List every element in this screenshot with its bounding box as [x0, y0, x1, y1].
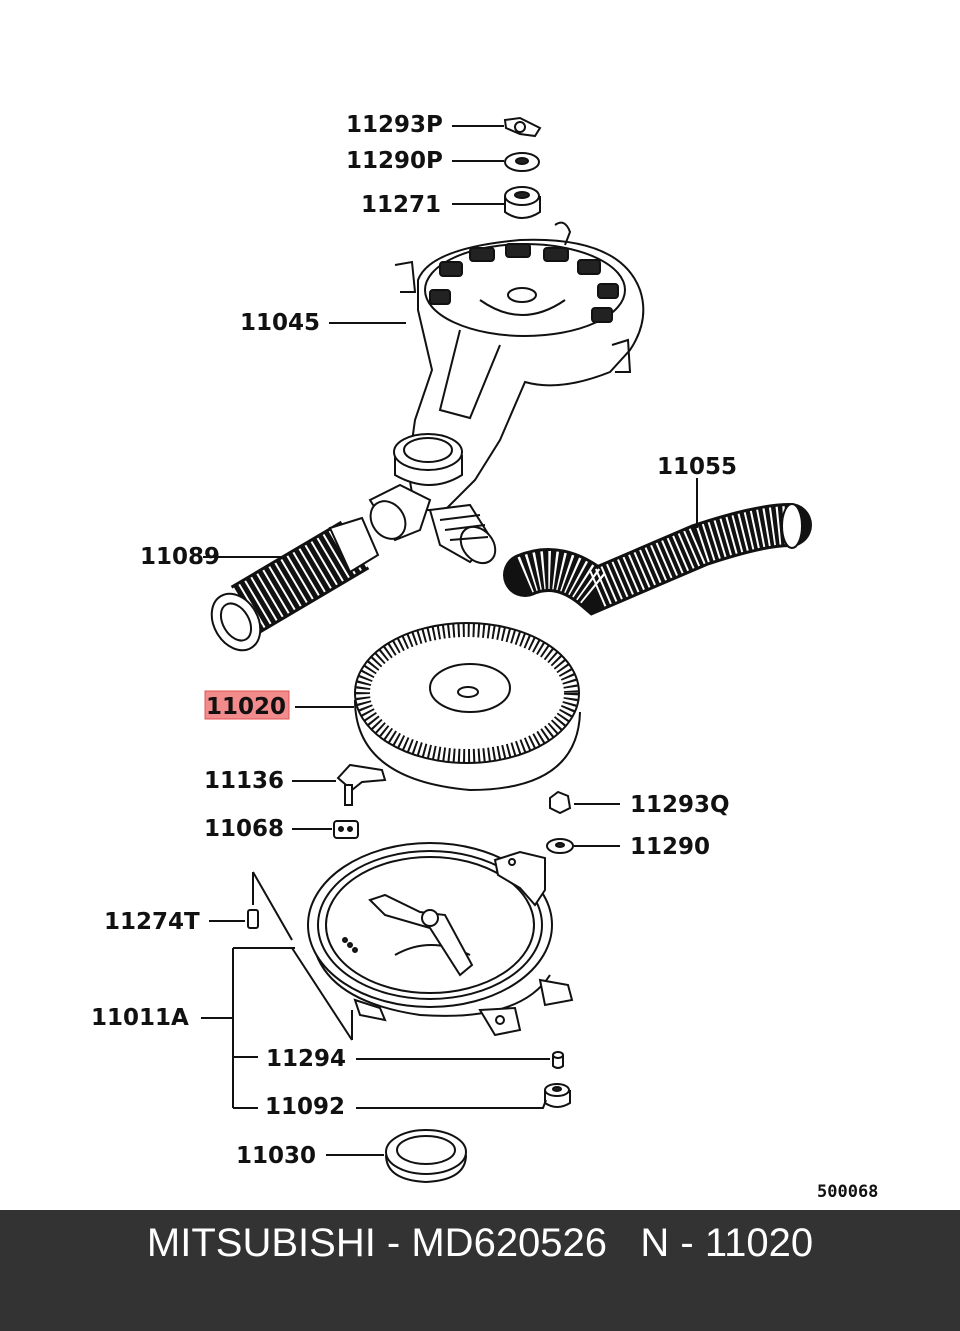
- label-11290P: 11290P: [346, 148, 443, 174]
- footer-bar: [0, 1210, 960, 1331]
- part-11290-washer: [546, 838, 620, 854]
- part-11294-cap: [356, 1051, 564, 1069]
- part-11293P-clip: [452, 116, 542, 138]
- label-11294: 11294: [266, 1046, 346, 1072]
- part-11089-duct: [203, 516, 380, 652]
- label-11092: 11092: [265, 1094, 345, 1120]
- part-11045-cover: [329, 221, 645, 511]
- label-11136: 11136: [204, 768, 284, 794]
- label-11055: 11055: [657, 454, 737, 480]
- label-11290: 11290: [630, 834, 710, 860]
- bracket-11011A: [201, 947, 295, 1109]
- label-11274T: 11274T: [104, 909, 200, 935]
- label-11068: 11068: [204, 816, 284, 842]
- part-11274T-bolt: [209, 871, 293, 941]
- label-11271: 11271: [361, 192, 441, 218]
- highlight-box: [204, 690, 290, 720]
- label-11030: 11030: [236, 1143, 316, 1169]
- footer-caption: MITSUBISHI - MD620526 N - 11020: [146, 1221, 814, 1265]
- label-11293P: 11293P: [346, 112, 443, 138]
- label-11089: 11089: [140, 544, 220, 570]
- part-11271-grommet: [452, 186, 541, 219]
- parts-diagram: 11293P 11290P 11271 11045: [91, 112, 878, 1202]
- label-11045: 11045: [240, 310, 320, 336]
- label-11011A: 11011A: [91, 1005, 189, 1031]
- part-11136-bracket: [292, 763, 387, 806]
- part-11011A-case: [291, 842, 574, 1041]
- diagram-code: 500068: [817, 1182, 878, 1202]
- part-11092-grommet: [356, 1083, 571, 1109]
- part-11030-gasket: [326, 1129, 467, 1184]
- part-11290P-washer: [452, 152, 540, 172]
- label-11020: 11020: [206, 694, 286, 720]
- part-11055-hose: [503, 478, 812, 616]
- label-11293Q: 11293Q: [630, 792, 730, 818]
- part-11293Q-nut: [549, 790, 620, 815]
- part-11020-filter: [295, 622, 581, 792]
- part-11068-plate: [292, 820, 359, 839]
- part-11045-intake: [368, 433, 497, 565]
